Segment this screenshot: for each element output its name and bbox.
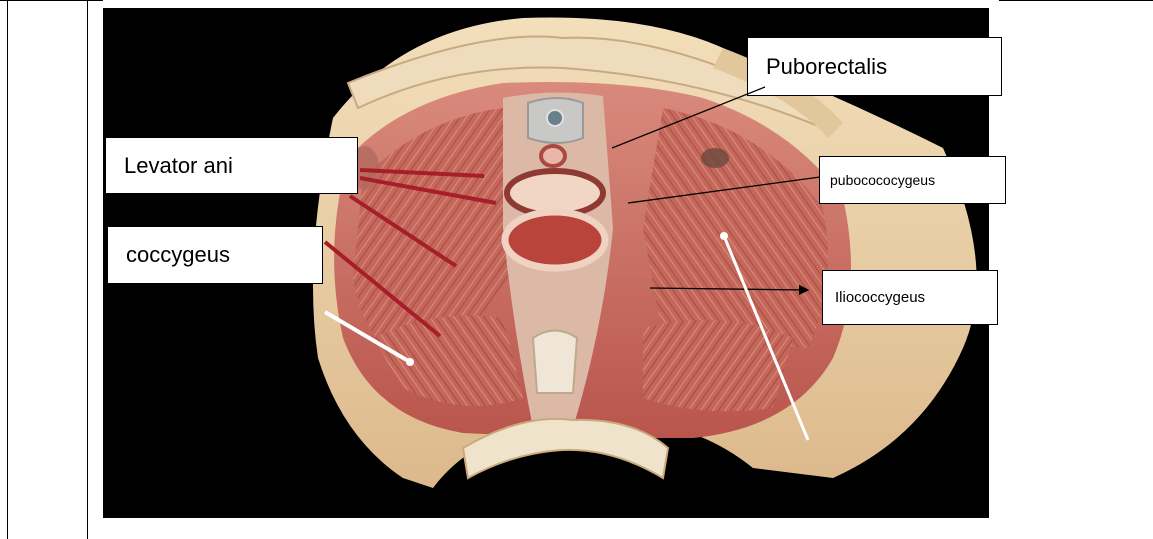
vaginal-opening bbox=[541, 146, 565, 166]
label-levator-ani: Levator ani bbox=[105, 137, 358, 194]
obturator-right bbox=[701, 148, 729, 168]
urethral-opening bbox=[547, 110, 563, 126]
coccyx bbox=[533, 331, 577, 394]
label-iliococcygeus: Iliococcygeus bbox=[822, 270, 998, 325]
rectum-upper bbox=[507, 171, 603, 215]
rectum-lower bbox=[505, 212, 605, 268]
table-rule-inner bbox=[87, 0, 88, 539]
label-coccygeus: coccygeus bbox=[107, 226, 323, 284]
table-rule-left bbox=[7, 0, 8, 539]
label-puborectalis: Puborectalis bbox=[747, 37, 1002, 96]
coccygeus-right bbox=[643, 320, 793, 411]
label-iliococcygeus-text: Iliococcygeus bbox=[835, 289, 925, 306]
label-puborectalis-text: Puborectalis bbox=[766, 54, 887, 80]
label-levator-ani-text: Levator ani bbox=[124, 153, 233, 179]
label-pubococcygeus: pubocococygeus bbox=[819, 156, 1006, 204]
label-pubococcygeus-text: pubocococygeus bbox=[830, 172, 935, 188]
label-coccygeus-text: coccygeus bbox=[126, 242, 230, 268]
table-rule-top-right bbox=[999, 0, 1153, 1]
